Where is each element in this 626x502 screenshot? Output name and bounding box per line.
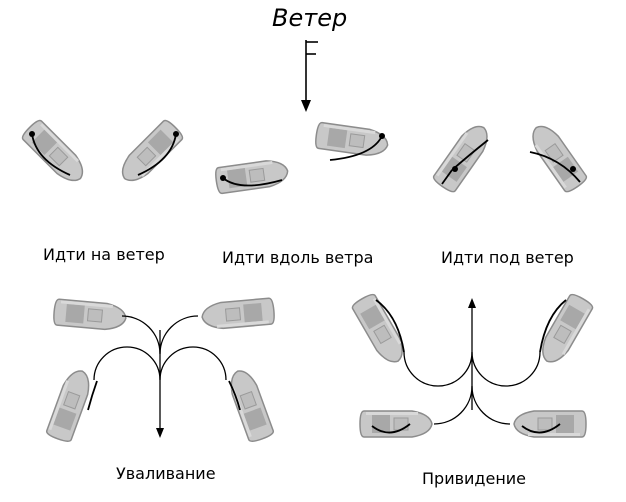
boat-along-right	[313, 121, 391, 161]
label-upwind: Идти на ветер	[43, 245, 165, 264]
label-luff-up: Привидение	[422, 469, 527, 488]
label-downwind: Идти под ветер	[441, 248, 574, 267]
luff-up-diagram	[349, 291, 596, 438]
boat-downwind-right	[524, 119, 590, 195]
label-along-wind: Идти вдоль ветра	[222, 248, 374, 267]
diagram-title: Ветер	[272, 4, 348, 32]
wind-indicator	[301, 40, 318, 112]
boat-upwind-right	[114, 117, 186, 189]
boat-upwind-left	[19, 117, 91, 189]
wind-arrowhead	[301, 100, 311, 112]
bear-away-diagram	[44, 297, 276, 445]
label-bear-away: Уваливание	[116, 464, 216, 483]
boat-along-left	[213, 157, 291, 195]
boat-downwind-left	[430, 119, 496, 195]
